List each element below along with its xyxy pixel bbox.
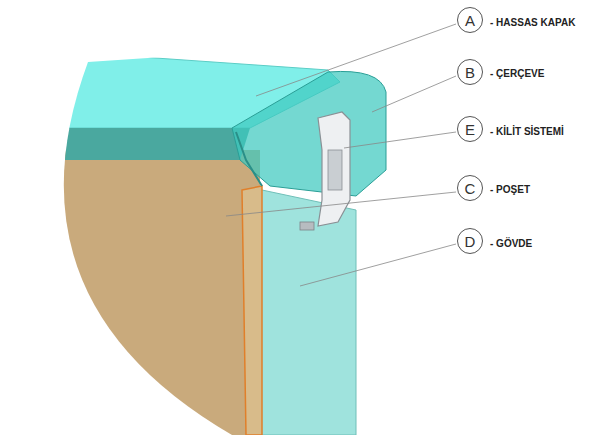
leader-line	[256, 24, 456, 96]
part-name: - KİLİT SİSTEMİ	[490, 126, 564, 137]
callout-letter: A	[465, 13, 475, 28]
part-name: - ÇERÇEVE	[490, 68, 544, 79]
frame	[232, 71, 386, 196]
callout-letter: D	[465, 234, 476, 249]
frame-lip	[236, 132, 262, 186]
part-name: - HASSAS KAPAK	[490, 17, 575, 28]
bag	[242, 186, 262, 435]
lock	[318, 112, 350, 226]
body	[248, 190, 356, 435]
callout-circle: A	[457, 7, 483, 33]
callout-circle: E	[457, 116, 483, 142]
callout-circle: D	[457, 228, 483, 254]
lock-slot	[328, 150, 342, 190]
callout-letter: E	[465, 122, 475, 137]
callout-letter: B	[465, 65, 475, 80]
callout-circle: B	[457, 59, 483, 85]
leader-line	[226, 192, 456, 216]
interior	[0, 150, 260, 435]
hinge	[300, 222, 314, 230]
leader-line	[372, 76, 456, 112]
callout-circle: C	[457, 175, 483, 201]
part-name: - GÖVDE	[490, 238, 532, 249]
callout-letter: C	[465, 181, 476, 196]
leader-line	[300, 244, 456, 286]
part-name: - POŞET	[490, 184, 530, 195]
lid-edge	[40, 128, 250, 160]
leader-line	[344, 132, 456, 148]
